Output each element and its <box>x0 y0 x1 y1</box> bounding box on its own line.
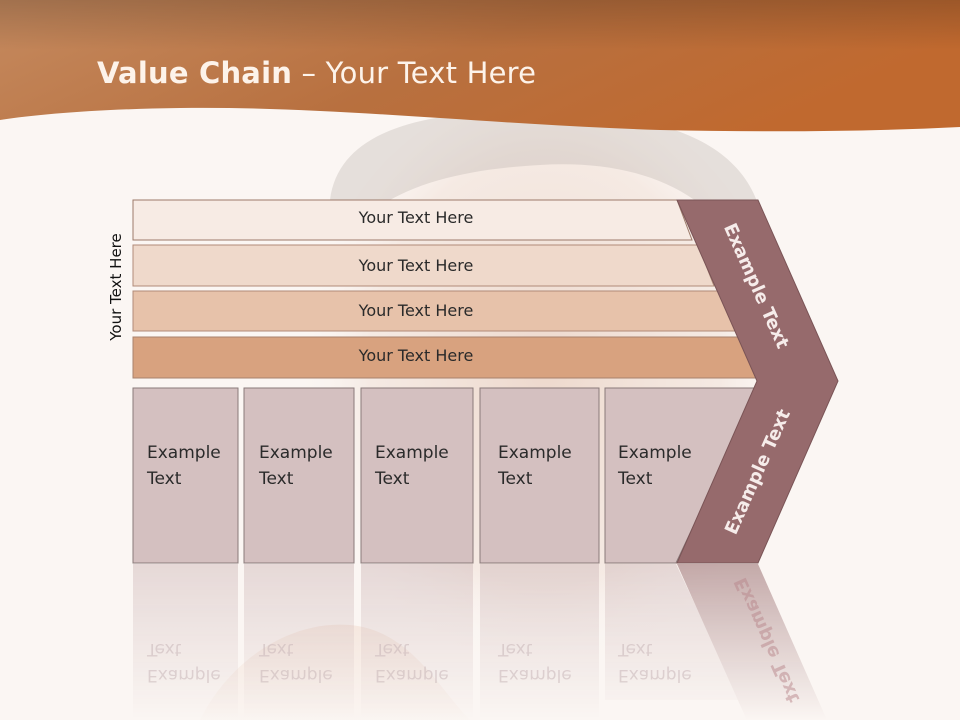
bar-label-4: Your Text Here <box>358 346 474 365</box>
box-label-4: Example Text <box>498 440 572 492</box>
column-box <box>132 387 239 564</box>
box-label-5: Example Text <box>618 440 692 492</box>
box-label-1-line2: Text <box>147 469 182 489</box>
chevron <box>676 199 839 564</box>
reflection <box>133 564 827 720</box>
box-label-3-line2: Text <box>375 469 410 489</box>
side-label: Your Text Here <box>107 233 125 341</box>
bar-1 <box>132 199 693 241</box>
box-label-1-line1: Example <box>147 443 221 463</box>
bar-label-3: Your Text Here <box>358 301 474 320</box>
bar-label-1: Your Text Here <box>358 208 474 227</box>
box-label-2-line1: Example <box>259 443 333 463</box>
box-label-5-line2: Text <box>618 469 653 489</box>
slide-title: Value Chain – Your Text Here <box>97 56 536 90</box>
column-box <box>479 387 600 564</box>
column-box <box>360 387 474 564</box>
column-boxes <box>132 387 758 564</box>
bar-label-2: Your Text Here <box>358 256 474 275</box>
box-label-5-line1: Example <box>618 443 692 463</box>
box-label-1: Example Text <box>147 440 221 492</box>
column-box <box>243 387 355 564</box>
box-label-4-line2: Text <box>498 469 533 489</box>
title-bold: Value Chain <box>97 56 293 90</box>
bar-2 <box>132 244 715 287</box>
box-label-4-line1: Example <box>498 443 572 463</box>
box-label-2: Example Text <box>259 440 333 492</box>
title-rest: – Your Text Here <box>292 56 537 90</box>
hair-shape <box>330 111 765 251</box>
box-label-2-line2: Text <box>259 469 294 489</box>
box-label-3-line1: Example <box>375 443 449 463</box>
box-label-3: Example Text <box>375 440 449 492</box>
